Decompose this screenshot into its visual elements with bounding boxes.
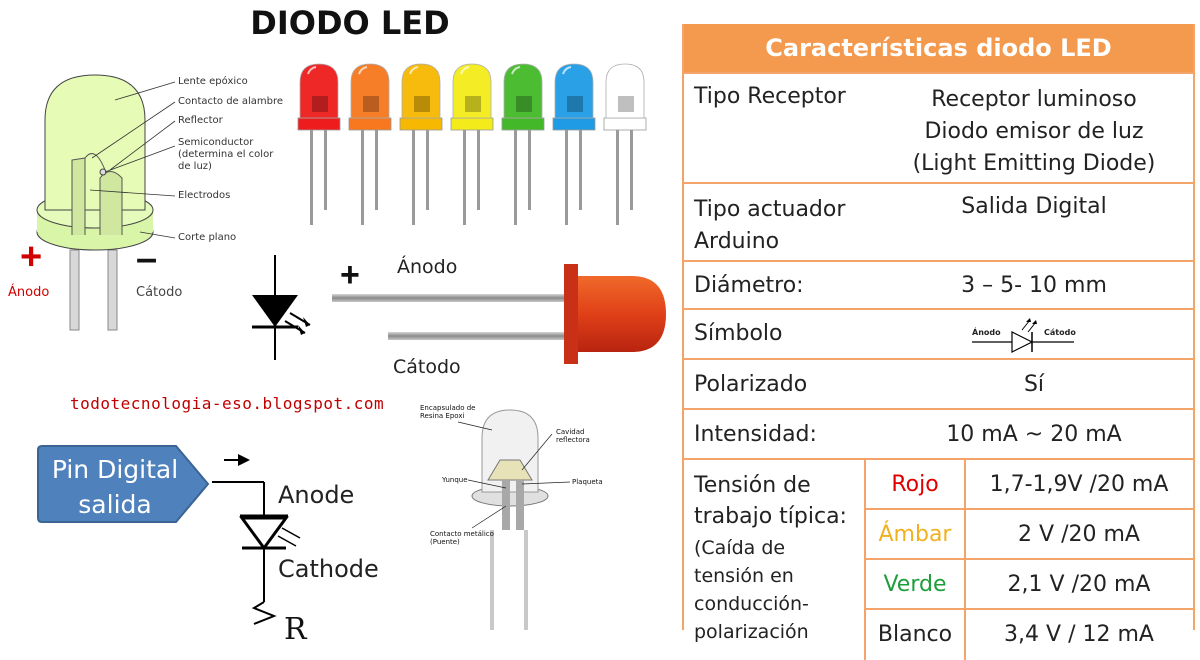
tension-color-ambar: Ámbar <box>878 522 952 547</box>
characteristics-table: Características diodo LED Tipo Receptor … <box>682 24 1195 660</box>
receptor-value-2: Diodo emisor de luz <box>924 119 1144 144</box>
encapsulado-label: Encapsulado de <box>420 404 476 412</box>
anodo-label: Ánodo <box>8 285 50 300</box>
contacto-metalico-label: Contacto metálico <box>430 530 494 538</box>
anodo-lead-label: Ánodo <box>397 256 458 278</box>
led-5 <box>552 63 596 225</box>
label-lente: Lente epóxico <box>178 76 248 87</box>
page-title: DIODO LED <box>250 4 450 42</box>
polarizado-label: Polarizado <box>694 372 808 397</box>
cathode-label: Cathode <box>278 555 379 583</box>
label-corte-plano: Corte plano <box>178 232 237 243</box>
label-electrodos: Electrodos <box>178 190 231 201</box>
tension-label-6: polarización <box>694 621 809 643</box>
tension-label-3: (Caída de <box>694 537 786 559</box>
table-row-simbolo: Símbolo Ánodo Cátodo <box>684 308 1193 360</box>
table-header: Características diodo LED <box>684 24 1193 72</box>
simbolo-label: Símbolo <box>694 321 783 346</box>
blog-url[interactable]: todotecnologia-eso.blogspot.com <box>70 394 385 413</box>
anode-label: Anode <box>278 481 355 509</box>
catodo-lead-label: Cátodo <box>393 356 461 378</box>
label-reflector: Reflector <box>178 115 223 126</box>
tension-label-2: trabajo típica: <box>694 504 847 529</box>
diametro-label: Diámetro: <box>694 273 804 298</box>
pin-digital-arrow <box>37 445 210 523</box>
tension-value-rojo: 1,7-1,9V /20 mA <box>989 472 1169 497</box>
tension-color-rojo: Rojo <box>891 472 939 497</box>
tension-label-4: tensión en <box>694 565 794 587</box>
led-1 <box>348 63 392 225</box>
label-semiconductor-3: de luz) <box>178 161 212 172</box>
circuit-schematic <box>212 454 301 625</box>
table-row-diametro: Diámetro: 3 – 5- 10 mm <box>684 260 1193 310</box>
led-3 <box>450 63 494 225</box>
cavidad-label: Cavidad <box>556 428 585 436</box>
tipo-receptor-label: Tipo Receptor <box>694 84 846 109</box>
led-0 <box>297 63 341 225</box>
cathode-minus-sign: – <box>136 238 158 280</box>
diametro-value: 3 – 5- 10 mm <box>961 273 1107 298</box>
tension-value-verde: 2,1 V /20 mA <box>1007 572 1151 597</box>
led-photo-diagram <box>457 409 571 630</box>
arduino-label: Arduino <box>694 229 780 254</box>
polarizado-value: Sí <box>1023 372 1045 397</box>
reflectora-label: reflectora <box>556 436 590 444</box>
led-6 <box>603 63 647 225</box>
table-row-tension: Tensión de trabajo típica: (Caída de ten… <box>684 458 1193 660</box>
tension-label-1: Tensión de <box>694 473 811 498</box>
table-row-intensidad: Intensidad: 10 mA ~ 20 mA <box>684 408 1193 460</box>
intensidad-value: 10 mA ~ 20 mA <box>946 422 1122 447</box>
led-4 <box>501 63 545 225</box>
simbolo-catodo: Cátodo <box>1044 328 1076 337</box>
receptor-value-1: Receptor luminoso <box>931 87 1137 112</box>
plaqueta-label: Plaqueta <box>572 478 603 486</box>
tipo-actuador-label: Tipo actuador <box>694 197 846 222</box>
red-led-horizontal <box>332 264 666 364</box>
salida-digital-value: Salida Digital <box>961 194 1107 219</box>
salida-label: salida <box>78 490 152 519</box>
table-row-tipo-actuador: Tipo actuador Arduino Salida Digital <box>684 182 1193 262</box>
resistor-label: R <box>284 612 307 647</box>
tension-value-ambar: 2 V /20 mA <box>1018 522 1140 547</box>
tension-color-blanco: Blanco <box>877 622 953 647</box>
yunque-label: Yunque <box>442 476 468 484</box>
anode-plus-sign: + <box>20 236 43 278</box>
simbolo-anodo: Ánodo <box>972 328 1001 337</box>
intensidad-label: Intensidad: <box>694 422 817 447</box>
tension-value-blanco: 3,4 V / 12 mA <box>1004 622 1154 647</box>
tension-label-5: conducción- <box>694 593 809 615</box>
diode-symbol <box>252 255 311 360</box>
label-semiconductor-2: (determina el color <box>178 149 274 160</box>
receptor-value-3: (Light Emitting Diode) <box>912 151 1156 176</box>
led-symbol-icon <box>972 318 1074 353</box>
label-semiconductor: Semiconductor <box>178 137 254 148</box>
pin-digital-label: Pin Digital <box>51 455 179 484</box>
puente-label: (Puente) <box>430 538 460 546</box>
tension-color-verde: Verde <box>883 572 947 597</box>
table-row-polarizado: Polarizado Sí <box>684 358 1193 410</box>
led-anatomy-diagram <box>36 74 176 331</box>
colored-leds <box>297 63 647 225</box>
catodo-label: Cátodo <box>136 285 183 300</box>
table-row-tipo-receptor: Tipo Receptor Receptor luminoso Diodo em… <box>684 72 1193 184</box>
plus-sign: + <box>340 256 360 294</box>
resina-label: Resina Epoxi <box>420 412 465 420</box>
led-2 <box>399 63 443 225</box>
label-contacto-alambre: Contacto de alambre <box>178 96 284 107</box>
